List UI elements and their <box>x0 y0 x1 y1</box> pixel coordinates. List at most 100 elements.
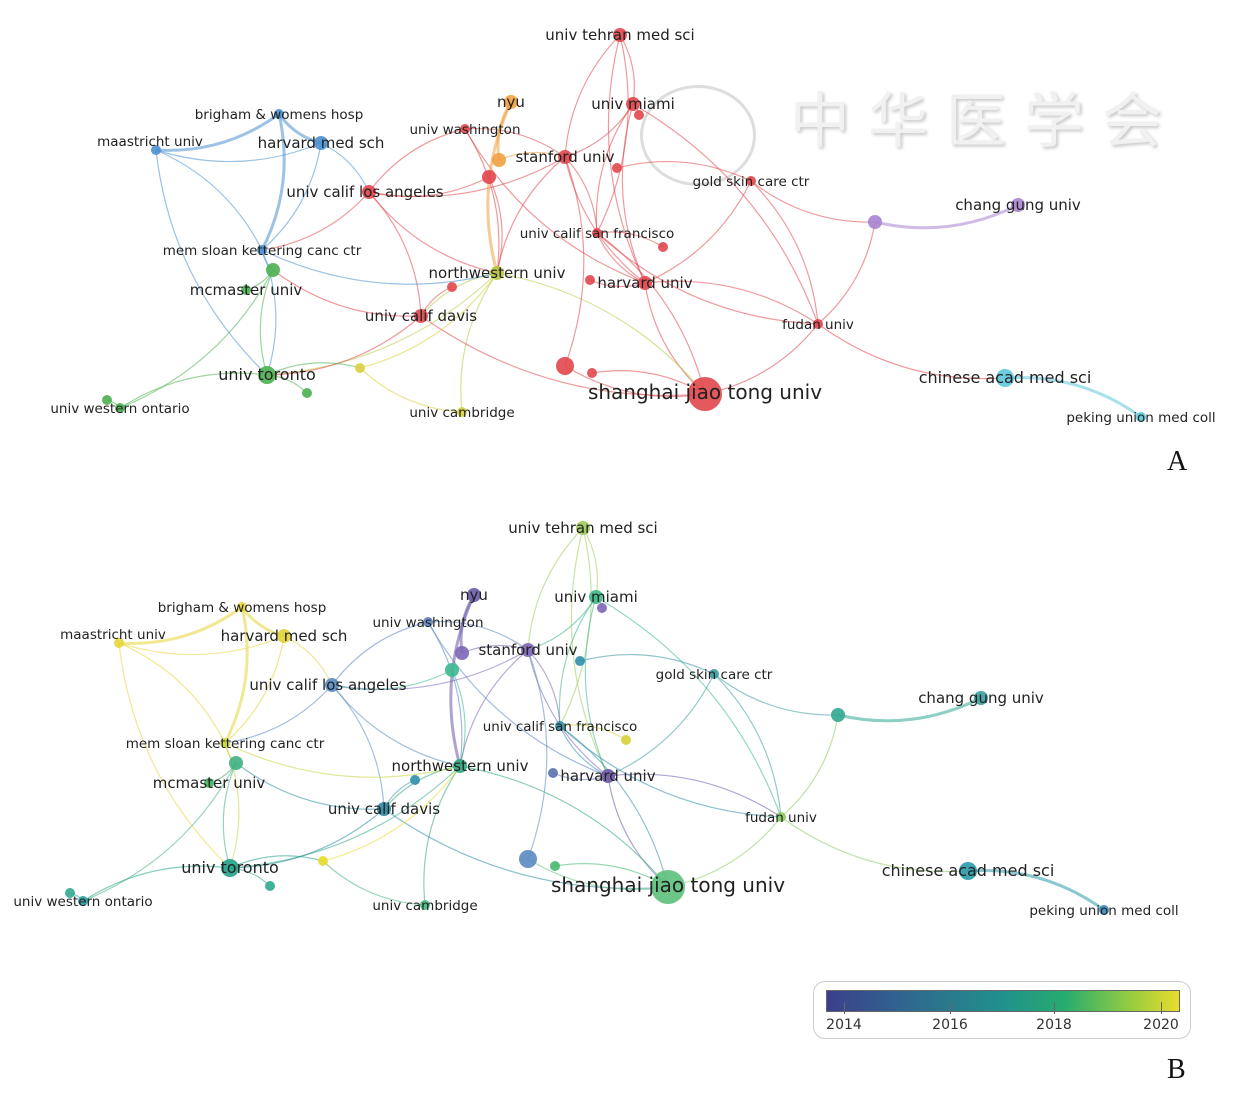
node-stanford[interactable] <box>558 150 572 164</box>
node-g1[interactable] <box>302 388 312 398</box>
node-washington[interactable] <box>460 124 470 134</box>
link-toronto-y1 <box>229 855 324 869</box>
node-toronto[interactable] <box>221 859 239 877</box>
node-brigham[interactable] <box>237 602 247 612</box>
node-maastricht[interactable] <box>114 638 124 648</box>
node-r7[interactable] <box>585 275 595 285</box>
node-goldskin[interactable] <box>746 176 756 186</box>
legend-tick-label: 2018 <box>1036 1017 1072 1033</box>
link-r5-stanford <box>527 649 548 860</box>
node-peking[interactable] <box>1136 412 1146 422</box>
node-harvms[interactable] <box>277 629 291 643</box>
node-harvu[interactable] <box>638 276 652 290</box>
node-maastricht[interactable] <box>151 145 161 155</box>
node-y1[interactable] <box>355 363 365 373</box>
node-r3[interactable] <box>575 656 585 666</box>
node-ucsf[interactable] <box>592 228 602 238</box>
node-tehran[interactable] <box>576 521 590 535</box>
node-nyu[interactable] <box>504 95 518 109</box>
node-changgung[interactable] <box>1011 198 1025 212</box>
node-r4[interactable] <box>410 775 420 785</box>
legend-tick <box>1054 1002 1055 1014</box>
node-fudan[interactable] <box>813 319 823 329</box>
node-label-stanford: stanford univ <box>515 148 614 166</box>
node-o1[interactable] <box>455 646 469 660</box>
node-r5[interactable] <box>556 357 574 375</box>
node-changgung[interactable] <box>974 691 988 705</box>
node-label-memsloan: mem sloan kettering canc ctr <box>126 736 325 752</box>
node-washington[interactable] <box>423 617 433 627</box>
node-g2[interactable] <box>65 888 75 898</box>
node-g2[interactable] <box>102 395 112 405</box>
link-fudan-p1 <box>817 221 876 325</box>
link-stanford-ucsf <box>527 649 561 727</box>
node-y1[interactable] <box>318 856 328 866</box>
node-ucdavis[interactable] <box>377 802 391 816</box>
node-r4[interactable] <box>447 282 457 292</box>
node-memsloan[interactable] <box>257 245 267 255</box>
node-sjtu[interactable] <box>688 377 722 411</box>
node-mcmaster[interactable] <box>266 263 280 277</box>
node-r3[interactable] <box>612 163 622 173</box>
link-ucla-northwestern <box>331 684 461 767</box>
node-label-chinese: chinese acad med sci <box>919 368 1092 387</box>
node-o1[interactable] <box>492 153 506 167</box>
node-fudan[interactable] <box>776 812 786 822</box>
link-maastricht-memsloan <box>118 642 226 744</box>
node-cambridge[interactable] <box>420 900 430 910</box>
node-miami[interactable] <box>626 97 640 111</box>
node-mcmaster[interactable] <box>229 756 243 770</box>
node-g3[interactable] <box>204 778 214 788</box>
node-harvu[interactable] <box>601 769 615 783</box>
node-label-washington: univ washington <box>372 615 483 631</box>
node-goldskin[interactable] <box>709 669 719 679</box>
node-p1[interactable] <box>868 215 882 229</box>
node-chinese[interactable] <box>996 369 1014 387</box>
node-miami[interactable] <box>589 590 603 604</box>
node-northwestern[interactable] <box>453 759 467 773</box>
node-r7[interactable] <box>548 768 558 778</box>
link-toronto-uwo <box>119 372 268 409</box>
node-northwestern[interactable] <box>490 266 504 280</box>
node-label-maastricht: maastricht univ <box>97 134 203 150</box>
node-brigham[interactable] <box>274 109 284 119</box>
node-ucsf[interactable] <box>555 721 565 731</box>
node-tehran[interactable] <box>613 28 627 42</box>
node-uwo[interactable] <box>115 403 125 413</box>
link-memsloan-toronto <box>261 249 277 376</box>
node-label-changgung: chang gung univ <box>918 689 1044 707</box>
node-ucla[interactable] <box>362 185 376 199</box>
node-harvms[interactable] <box>314 136 328 150</box>
node-r6[interactable] <box>587 368 597 378</box>
node-stanford[interactable] <box>521 643 535 657</box>
node-r1[interactable] <box>445 663 459 677</box>
link-goldskin-p1 <box>750 180 876 223</box>
node-r5[interactable] <box>519 850 537 868</box>
node-toronto[interactable] <box>258 366 276 384</box>
link-y1-northwestern <box>322 765 461 862</box>
node-sjtu[interactable] <box>651 870 685 904</box>
node-label-tehran: univ tehran med sci <box>545 26 694 44</box>
node-r6[interactable] <box>550 861 560 871</box>
link-y1-northwestern <box>359 272 498 369</box>
node-ucla[interactable] <box>325 678 339 692</box>
node-r2[interactable] <box>634 110 644 120</box>
node-g3[interactable] <box>241 285 251 295</box>
node-r8[interactable] <box>621 735 631 745</box>
link-goldskin-fudan <box>713 673 782 818</box>
node-r8[interactable] <box>658 242 668 252</box>
node-memsloan[interactable] <box>220 738 230 748</box>
link-p1-changgung <box>874 203 1019 230</box>
node-nyu[interactable] <box>467 588 481 602</box>
node-r2[interactable] <box>597 603 607 613</box>
node-cambridge[interactable] <box>457 407 467 417</box>
node-chinese[interactable] <box>959 862 977 880</box>
watermark-text: 中华医学会 <box>790 87 1180 157</box>
node-peking[interactable] <box>1099 905 1109 915</box>
node-label-goldskin: gold skin care ctr <box>693 174 810 190</box>
node-g1[interactable] <box>265 881 275 891</box>
node-ucdavis[interactable] <box>414 309 428 323</box>
node-uwo[interactable] <box>78 896 88 906</box>
node-p1[interactable] <box>831 708 845 722</box>
node-r1[interactable] <box>482 170 496 184</box>
